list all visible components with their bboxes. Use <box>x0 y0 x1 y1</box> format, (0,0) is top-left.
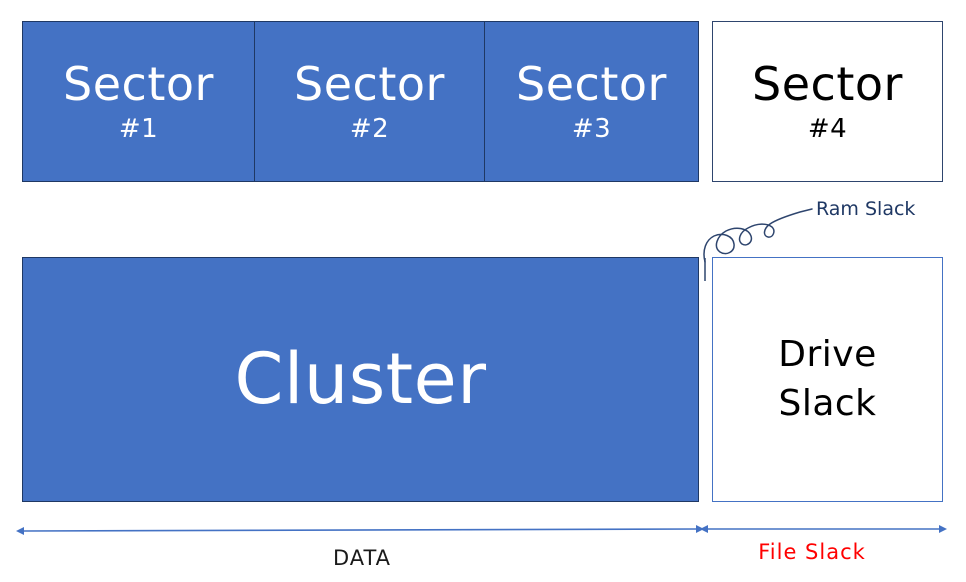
data-span-label: DATA <box>332 546 392 570</box>
sector-box-4: Sector #4 <box>712 21 943 182</box>
data-span-arrow <box>16 525 704 535</box>
cluster-box: Cluster <box>22 257 699 502</box>
drive-slack-box: Drive Slack <box>712 257 943 502</box>
sector-4-number: #4 <box>807 114 848 145</box>
data-span-arrow-group <box>16 525 704 535</box>
ram-slack-sliver <box>699 257 712 502</box>
sector-1-number: #1 <box>118 114 159 145</box>
ram-slack-annotation-label: Ram Slack <box>816 198 916 220</box>
sector-box-2: Sector #2 <box>254 21 485 182</box>
ram-slack-curly-leader <box>703 208 813 263</box>
sector-3-title: Sector <box>516 56 667 111</box>
sector-box-3: Sector #3 <box>484 21 699 182</box>
ram-slack-leader-group <box>703 208 813 263</box>
sector-2-number: #2 <box>349 114 390 145</box>
cluster-label: Cluster <box>234 337 487 420</box>
file-slack-span-label: File Slack <box>758 540 866 564</box>
sector-3-number: #3 <box>571 114 612 145</box>
sector-1-title: Sector <box>63 56 214 111</box>
sector-box-1: Sector #1 <box>22 21 255 182</box>
sector-2-title: Sector <box>294 56 445 111</box>
drive-slack-line-2: Slack <box>778 382 877 424</box>
drive-slack-line-1: Drive <box>778 333 877 375</box>
sector-4-title: Sector <box>752 56 903 111</box>
